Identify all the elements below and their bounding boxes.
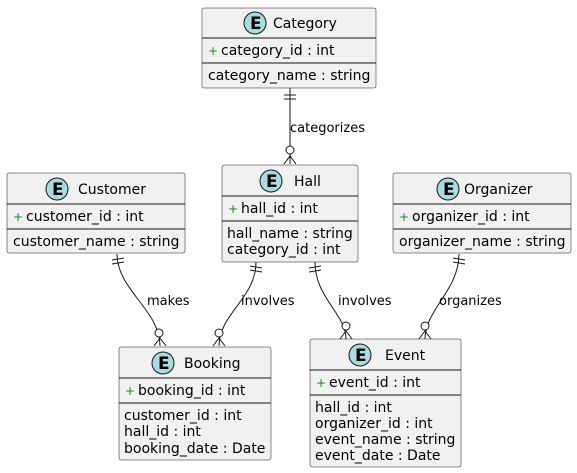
entity-badge-letter: E bbox=[52, 180, 64, 200]
relationship-hall-event: involves bbox=[308, 261, 392, 340]
attribute-field: organizer_id : int bbox=[315, 416, 433, 432]
entity-badge-letter: E bbox=[443, 180, 455, 200]
primary-key-field: hall_id : int bbox=[241, 201, 318, 217]
entity-organizer[interactable]: E Organizer + organizer_id : int organiz… bbox=[392, 172, 572, 254]
primary-key-field: category_id : int bbox=[221, 43, 335, 59]
primary-key-field: event_id : int bbox=[329, 375, 421, 391]
entity-badge-icon bbox=[45, 177, 69, 201]
edge-label-makes: makes bbox=[147, 294, 190, 309]
attribute-field: category_name : string bbox=[208, 68, 370, 84]
primary-key-icon: + bbox=[228, 202, 238, 216]
attribute-field: category_id : int bbox=[227, 242, 341, 258]
attribute-field: event_name : string bbox=[315, 432, 455, 448]
relationship-category-hall: categorizes bbox=[283, 88, 365, 165]
attribute-field: organizer_name : string bbox=[399, 234, 566, 250]
edge-label-involves-event: involves bbox=[338, 294, 392, 309]
edge-label-categorizes: categorizes bbox=[290, 121, 365, 136]
entity-title: Event bbox=[385, 348, 426, 364]
attribute-field: hall_id : int bbox=[315, 400, 392, 416]
primary-key-icon: + bbox=[13, 210, 23, 224]
attribute-field: customer_name : string bbox=[13, 234, 179, 250]
entity-badge-icon bbox=[243, 11, 267, 35]
entity-badge-letter: E bbox=[158, 354, 170, 374]
entity-badge-letter: E bbox=[250, 14, 262, 34]
relationship-hall-booking: involves bbox=[212, 261, 295, 347]
entity-title: Organizer bbox=[464, 182, 533, 198]
primary-key-icon: + bbox=[125, 384, 135, 398]
attribute-field: event_date : Date bbox=[315, 448, 441, 464]
entity-title: Customer bbox=[78, 182, 146, 198]
entity-booking[interactable]: E Booking + booking_id : int customer_id… bbox=[118, 346, 272, 461]
entity-category[interactable]: E Category + category_id : int category_… bbox=[201, 7, 377, 89]
relationship-organizer-event: organizes bbox=[418, 253, 502, 340]
edge-label-involves-booking: involves bbox=[241, 294, 295, 309]
primary-key-field: customer_id : int bbox=[26, 209, 144, 225]
primary-key-icon: + bbox=[208, 44, 218, 58]
entity-event[interactable]: E Event + event_id : int hall_id : int o… bbox=[309, 338, 462, 468]
primary-key-field: booking_id : int bbox=[138, 383, 246, 399]
attribute-field: hall_name : string bbox=[227, 226, 353, 242]
relationship-customer-booking: makes bbox=[111, 253, 190, 347]
edge-label-organizes: organizes bbox=[439, 294, 502, 309]
entity-badge-icon bbox=[348, 343, 372, 367]
entity-badge-icon bbox=[151, 351, 175, 375]
entity-badge-icon bbox=[436, 177, 460, 201]
primary-key-field: organizer_id : int bbox=[412, 209, 530, 225]
entity-badge-icon bbox=[259, 169, 283, 193]
entity-title: Hall bbox=[294, 174, 321, 190]
attribute-field: hall_id : int bbox=[124, 424, 201, 440]
entity-customer[interactable]: E Customer + customer_id : int customer_… bbox=[6, 172, 186, 254]
entity-badge-letter: E bbox=[266, 172, 278, 192]
entity-badge-letter: E bbox=[355, 346, 367, 366]
entity-hall[interactable]: E Hall + hall_id : int hall_name : strin… bbox=[221, 164, 359, 263]
attribute-field: booking_date : Date bbox=[124, 441, 265, 457]
primary-key-icon: + bbox=[399, 210, 409, 224]
primary-key-icon: + bbox=[316, 376, 326, 390]
entity-title: Category bbox=[273, 16, 337, 32]
entity-title: Booking bbox=[184, 356, 241, 372]
attribute-field: customer_id : int bbox=[124, 408, 242, 424]
